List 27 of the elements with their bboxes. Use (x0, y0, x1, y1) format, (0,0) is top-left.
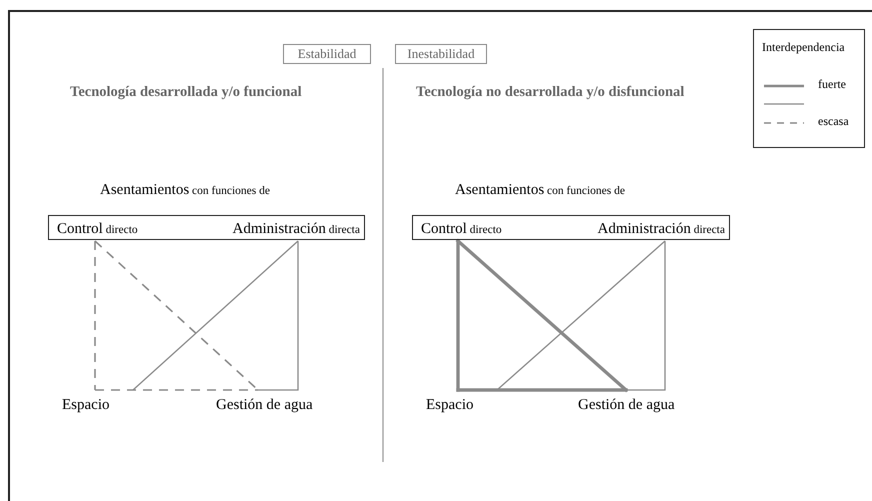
connector-line (456, 239, 628, 392)
function-label: Administración directa (232, 220, 360, 238)
connector-line (626, 241, 666, 391)
legend-label: fuerte (818, 77, 846, 92)
column-subtitle: Tecnología no desarrollada y/o disfuncional (416, 84, 684, 101)
connector-line (258, 241, 299, 391)
settlement-box (412, 215, 730, 240)
connector-line (95, 389, 258, 391)
node-label: Espacio (426, 397, 474, 414)
state-tag: Inestabilidad (395, 44, 487, 64)
function-label: Control directo (421, 220, 502, 238)
column-subtitle: Tecnología desarrollada y/o funcional (70, 84, 302, 101)
box-heading: Asentamientos con funciones de (455, 181, 625, 199)
legend-title: Interdependencia (762, 40, 845, 55)
function-label: Administración directa (598, 220, 725, 238)
connector-line (456, 388, 628, 392)
connector-line (496, 240, 666, 390)
legend-label: escasa (818, 114, 849, 129)
connector-line (132, 240, 298, 390)
box-heading: Asentamientos con funciones de (100, 181, 270, 199)
node-label: Gestión de agua (578, 397, 675, 414)
node-label: Espacio (62, 397, 110, 414)
node-label: Gestión de agua (216, 397, 313, 414)
function-label: Control directo (57, 220, 138, 238)
connector-line (94, 241, 96, 390)
state-tag: Estabilidad (283, 44, 371, 64)
settlement-box (48, 215, 365, 240)
